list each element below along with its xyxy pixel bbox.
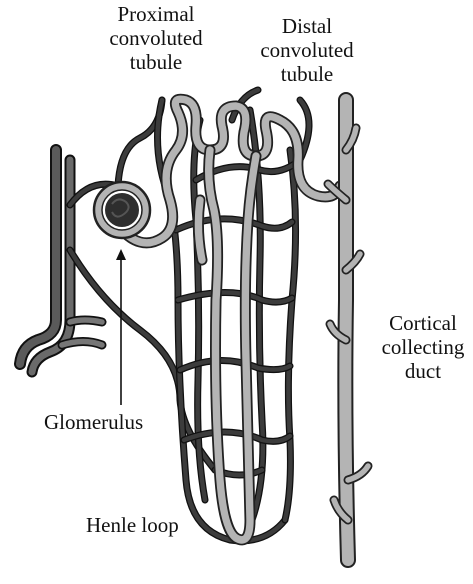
label-line: Proximal [117, 2, 195, 26]
label-line: convoluted [260, 38, 354, 62]
peritubular-capillaries [66, 86, 313, 545]
label-distal-convoluted-tubule: Distal convoluted tubule [247, 14, 367, 86]
label-cortical-collecting-duct: Cortical collecting duct [368, 311, 473, 383]
glomerulus-shape [92, 180, 152, 240]
label-proximal-convoluted-tubule: Proximal convoluted tubule [86, 2, 226, 74]
renal-vessels [14, 144, 107, 378]
label-line: tubule [280, 62, 334, 86]
label-line: duct [404, 359, 442, 383]
label-henle-loop: Henle loop [86, 513, 179, 537]
collecting-duct-shape [323, 92, 373, 568]
label-line: Distal [281, 14, 333, 38]
renal-tubule [112, 93, 346, 546]
label-line: convoluted [109, 26, 203, 50]
label-line: Cortical [389, 311, 457, 335]
label-line: collecting [381, 335, 465, 359]
label-line: tubule [129, 50, 183, 74]
glomerulus-pointer [116, 249, 126, 405]
label-glomerulus: Glomerulus [44, 410, 144, 434]
